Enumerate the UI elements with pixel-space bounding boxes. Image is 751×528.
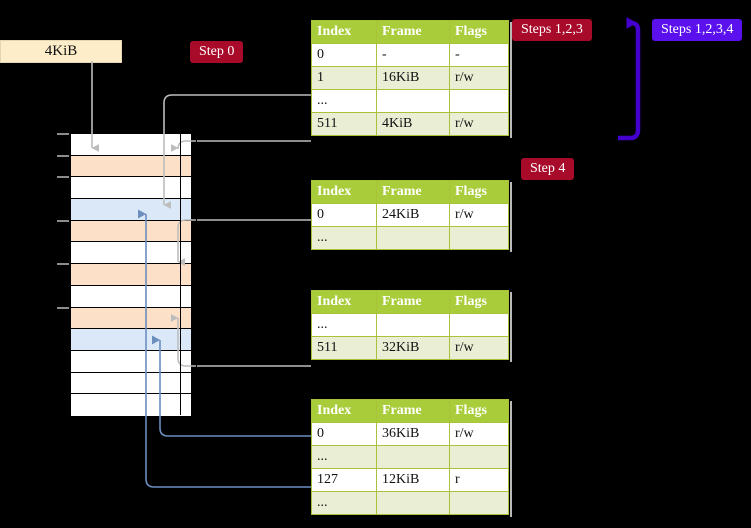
memory-size-label: 4KiB (0, 40, 122, 63)
table-cell-index: 511 (311, 336, 377, 360)
memory-tick (57, 176, 69, 179)
column-header-index: Index (311, 290, 377, 314)
column-header-flags: Flags (449, 180, 509, 204)
table-cell-index: 1 (311, 66, 377, 90)
table-cell-index: 511 (311, 112, 377, 136)
memory-tick (57, 133, 69, 135)
table-cell-index: ... (311, 445, 377, 469)
table-cell-frame (376, 491, 450, 515)
column-header-frame: Frame (376, 20, 450, 44)
memory-tick (57, 263, 69, 266)
table-cell-index: 0 (311, 203, 377, 227)
table-row: ... (311, 445, 509, 469)
table-cell-frame: 4KiB (376, 112, 450, 136)
table-cell-flags: r (449, 468, 509, 492)
table-row: ... (311, 313, 509, 337)
column-header-frame: Frame (376, 180, 450, 204)
table-cell-flags (449, 226, 509, 250)
memory-frame-row (71, 199, 191, 221)
memory-frame-row (71, 264, 191, 286)
table-cell-flags: r/w (449, 422, 509, 446)
table-cell-flags: r/w (449, 203, 509, 227)
memory-frame-row (71, 155, 191, 178)
table-cell-index: ... (311, 313, 377, 337)
table-cell-index: ... (311, 89, 377, 113)
memory-frame-row (71, 372, 191, 395)
column-header-frame: Frame (376, 290, 450, 314)
arrow-table2-to-memory (177, 219, 311, 266)
memory-column-separator (196, 133, 197, 415)
table-cell-frame: 36KiB (376, 422, 450, 446)
column-header-flags: Flags (449, 399, 509, 423)
badge-steps-123: Steps 1,2,3 (512, 19, 592, 41)
table-cell-frame: - (376, 43, 450, 67)
table-cell-flags (449, 313, 509, 337)
table-cell-index: 127 (311, 468, 377, 492)
memory-column-separator (180, 133, 181, 415)
table-cell-index: 0 (311, 43, 377, 67)
arrow-steps-bracket (618, 17, 641, 141)
table-cell-frame: 16KiB (376, 66, 450, 90)
table-cell-flags (449, 89, 509, 113)
table-cell-index: ... (311, 226, 377, 250)
memory-frame-row (71, 307, 191, 330)
physical-memory-column (70, 133, 191, 416)
table-cell-flags (449, 445, 509, 469)
memory-frame-row (71, 220, 191, 243)
table-cell-flags: r/w (449, 112, 509, 136)
arrow-table3-to-memory (171, 314, 311, 367)
table-row: 0-- (311, 43, 509, 67)
memory-frame-row (71, 285, 191, 308)
column-header-index: Index (311, 399, 377, 423)
column-header-index: Index (311, 180, 377, 204)
table-row: ... (311, 89, 509, 113)
table-cell-frame (376, 89, 450, 113)
table-cell-index: ... (311, 491, 377, 515)
badge-step-4: Step 4 (521, 158, 575, 180)
badge-steps-1234: Steps 1,2,3,4 (652, 19, 743, 41)
memory-tick (57, 219, 69, 222)
memory-tick (57, 154, 69, 157)
table-cell-frame (376, 313, 450, 337)
memory-frame-row (71, 394, 191, 416)
memory-frame-row (71, 177, 191, 200)
memory-frame-row (71, 242, 191, 265)
column-header-index: Index (311, 20, 377, 44)
table-cell-flags: r/w (449, 66, 509, 90)
column-header-flags: Flags (449, 290, 509, 314)
table-cell-frame: 12KiB (376, 468, 450, 492)
table-cell-frame (376, 445, 450, 469)
table-cell-frame: 24KiB (376, 203, 450, 227)
table-cell-index: 0 (311, 422, 377, 446)
memory-frame-row (71, 134, 191, 156)
column-header-flags: Flags (449, 20, 509, 44)
memory-frame-row (71, 329, 191, 351)
memory-frame-row (71, 350, 191, 373)
table-cell-flags: r/w (449, 336, 509, 360)
table-cell-flags (449, 491, 509, 515)
table-row: ... (311, 491, 509, 515)
table-cell-frame: 32KiB (376, 336, 450, 360)
table-cell-flags: - (449, 43, 509, 67)
arrow-table1-511-to-memory (171, 140, 311, 152)
table-cell-frame (376, 226, 450, 250)
table-row: ... (311, 226, 509, 250)
memory-tick (57, 306, 69, 309)
column-header-frame: Frame (376, 399, 450, 423)
badge-step-0: Step 0 (190, 41, 244, 63)
